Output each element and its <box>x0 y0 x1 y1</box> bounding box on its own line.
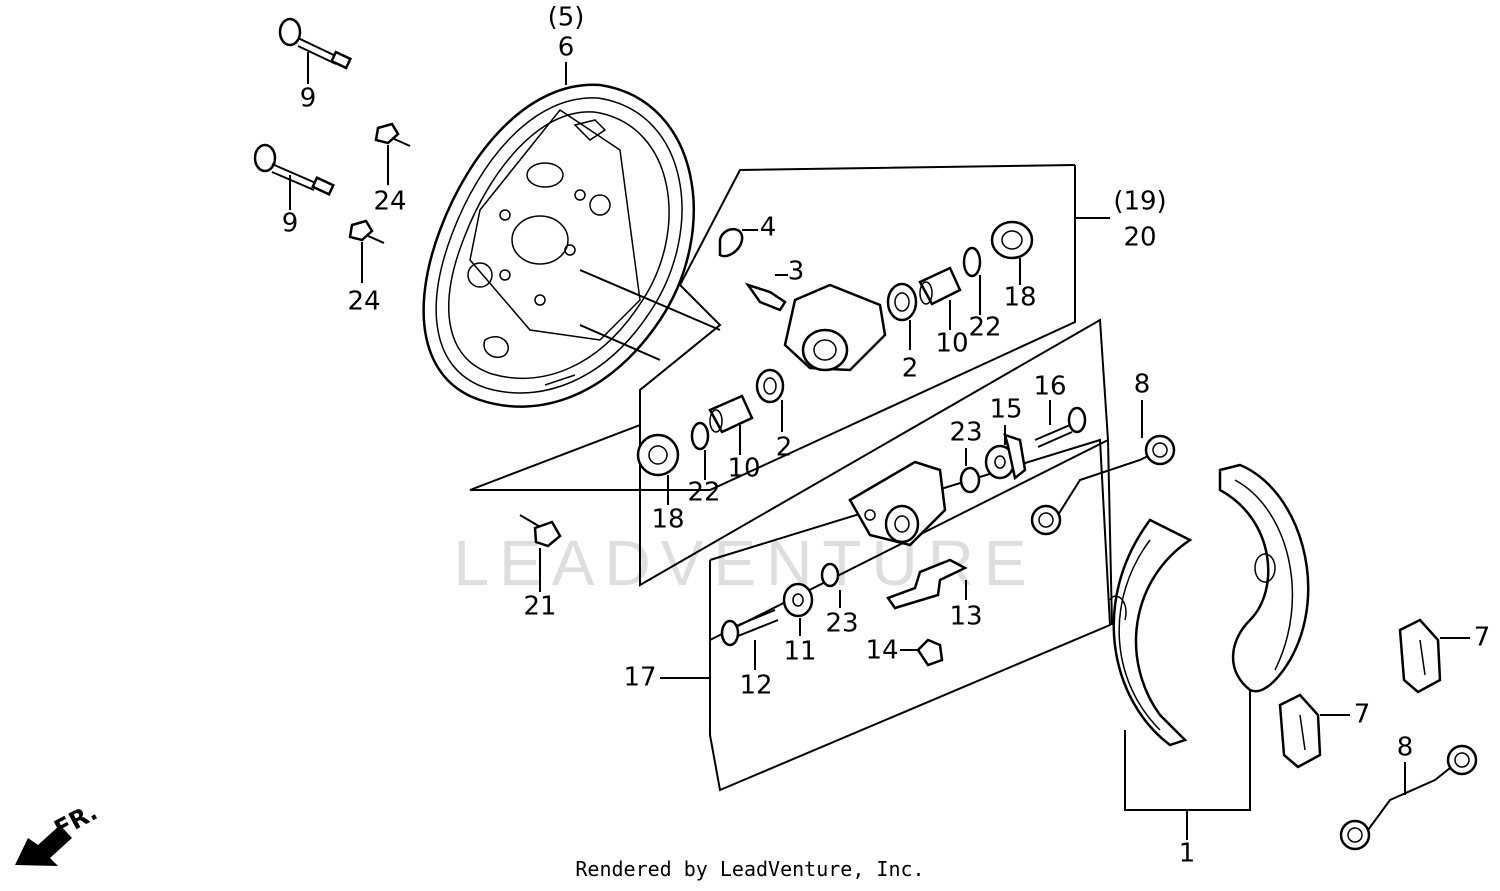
callout-12: 12 <box>739 671 772 701</box>
hose-clip-13 <box>886 558 968 610</box>
front-direction-arrow-icon <box>15 825 72 866</box>
callout-1: 1 <box>1179 839 1196 869</box>
callout-3: 3 <box>788 257 805 287</box>
callout-6: 6 <box>558 33 575 63</box>
leader-panel-b <box>579 324 661 361</box>
piston-upper <box>918 266 962 306</box>
shoe-clip-lower <box>1278 693 1322 769</box>
brake-pin-lower <box>253 143 335 196</box>
adjust-screw-12 <box>720 609 779 647</box>
callout-23: 23 <box>825 609 858 639</box>
callout-7: 7 <box>1354 700 1371 730</box>
snap-ring-lower <box>690 421 710 451</box>
callout-10: 10 <box>935 329 968 359</box>
callout-5: (5) <box>548 3 585 33</box>
callout-8: 8 <box>1397 733 1414 763</box>
callout-16: 16 <box>1033 372 1066 402</box>
callout-7: 7 <box>1474 623 1491 653</box>
callout-24: 24 <box>347 287 380 317</box>
shoe-clip-upper <box>1398 618 1442 694</box>
adjuster-wheel-15 <box>984 433 1027 481</box>
callout-18: 18 <box>651 505 684 535</box>
callout-17: 17 <box>623 663 656 693</box>
callout-11: 11 <box>783 637 816 667</box>
bleeder-screw <box>744 282 787 312</box>
callout-2: 2 <box>902 354 919 384</box>
callout-24: 24 <box>373 187 406 217</box>
callout-21: 21 <box>523 592 556 622</box>
callout-19: (19) <box>1113 187 1166 217</box>
callout-22: 22 <box>687 478 720 508</box>
dust-boot-upper <box>990 220 1034 260</box>
flange-bolt-lower <box>348 219 385 244</box>
o-ring-23-upper <box>959 466 981 494</box>
callout-4: 4 <box>760 213 777 243</box>
callout-2: 2 <box>776 433 793 463</box>
wheel-cylinder-lower <box>848 460 947 547</box>
callout-13: 13 <box>949 602 982 632</box>
kit-outline-17 <box>709 438 1112 792</box>
brake-pin-upper <box>278 17 353 70</box>
callout-15: 15 <box>989 395 1022 425</box>
piston-cup-lower <box>755 368 785 404</box>
dust-boot-lower <box>636 433 680 477</box>
adjust-bolt-16 <box>1034 406 1087 448</box>
wheel-cylinder-upper <box>783 283 887 372</box>
callout-18: 18 <box>1003 283 1036 313</box>
callout-9: 9 <box>300 84 317 114</box>
callout-8: 8 <box>1134 370 1151 400</box>
brake-shoe-left <box>1109 518 1193 747</box>
brake-shoe-right <box>1218 463 1310 693</box>
flange-bolt-upper <box>374 122 411 147</box>
callout-14: 14 <box>865 636 898 666</box>
footer-credit: Rendered by LeadVenture, Inc. <box>575 857 924 881</box>
callout-23: 23 <box>949 418 982 448</box>
return-spring-upper <box>1030 434 1176 536</box>
o-ring-23-lower <box>820 562 840 588</box>
brake-panel <box>422 83 695 408</box>
callout-9: 9 <box>282 209 299 239</box>
callout-20: 20 <box>1123 223 1156 253</box>
leader-panel-a <box>579 269 721 331</box>
bolt-21 <box>519 514 562 548</box>
callout-10: 10 <box>727 454 760 484</box>
adjuster-wheel-11 <box>782 582 814 618</box>
bleeder-14 <box>916 638 944 667</box>
callout-22: 22 <box>968 313 1001 343</box>
piston-lower <box>708 394 754 434</box>
return-spring-lower <box>1339 744 1478 851</box>
bleeder-cap <box>718 228 744 258</box>
snap-ring-upper <box>962 246 982 278</box>
piston-cup-upper <box>886 282 918 322</box>
kit-outline-20-top <box>639 164 1076 425</box>
